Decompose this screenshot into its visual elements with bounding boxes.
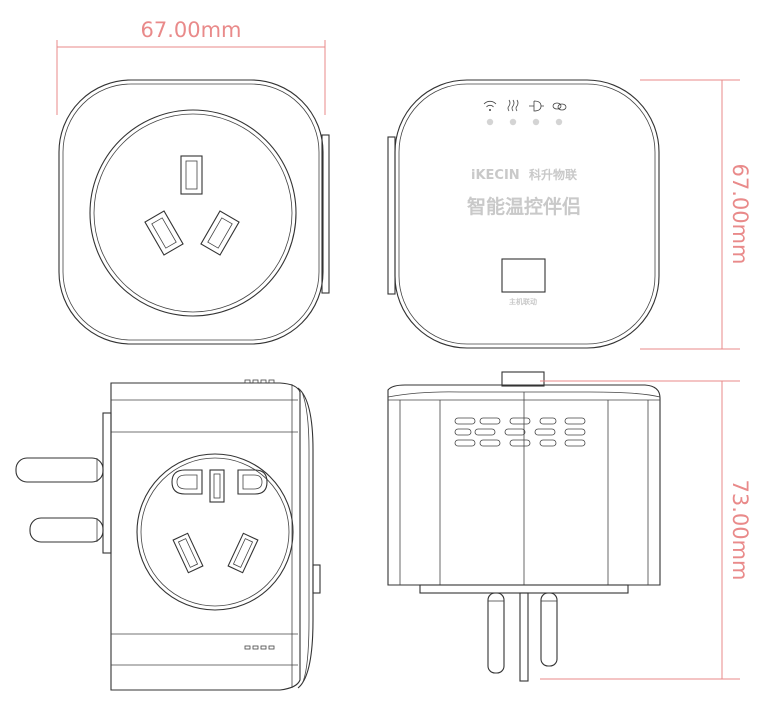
heat-icon	[507, 99, 519, 112]
vent-slots-bottom	[244, 645, 275, 650]
side-socket-face	[136, 453, 294, 611]
front-socket-view: 67.00mm	[56, 18, 330, 345]
side-button	[321, 134, 330, 294]
right-round-slot	[237, 469, 268, 495]
depth-dimension-label: 73.00mm	[728, 479, 752, 580]
top-panel-view: iKECIN 科升物联 智能温控伴侣 主机联动 67.00mm	[387, 79, 752, 350]
earth-slot-inner	[185, 160, 198, 190]
link-icon	[552, 102, 567, 111]
rear-pin-left	[487, 592, 505, 674]
plug-pin-bottom	[29, 517, 104, 543]
plug-icon	[529, 100, 544, 112]
housing-inner-outline	[62, 83, 320, 341]
product-name: 智能温控伴侣	[467, 195, 581, 218]
wifi-icon	[483, 100, 497, 111]
housing-outline	[58, 79, 324, 345]
brand-logo: iKECIN	[471, 168, 520, 183]
left-slot	[144, 210, 184, 256]
lower-left-slot	[172, 532, 204, 574]
rear-base	[419, 584, 629, 594]
heat-led	[509, 118, 517, 126]
rear-plug-view: 73.00mm	[387, 371, 752, 682]
plug-base	[102, 412, 112, 554]
plug-pin-top	[15, 457, 104, 483]
side-cap	[297, 387, 314, 689]
center-slot	[209, 469, 225, 503]
socket-face	[89, 109, 297, 317]
panel-side-button	[387, 136, 396, 295]
lower-right-slot	[227, 532, 259, 574]
earth-slot	[180, 155, 203, 195]
side-socket-view	[15, 379, 321, 691]
link-button	[501, 258, 546, 293]
vent-grille	[454, 417, 586, 447]
rear-pin-right	[540, 592, 558, 667]
link-button-label: 主机联动	[509, 297, 537, 306]
brand-logo-cn: 科升物联	[529, 167, 577, 182]
panel-inner-outline	[398, 83, 656, 345]
left-round-slot	[171, 469, 203, 495]
rear-pin-earth	[519, 592, 529, 682]
side-housing	[110, 382, 301, 691]
wifi-led	[486, 118, 494, 126]
width-dimension-label: 67.00mm	[140, 18, 241, 42]
height-dimension-label: 67.00mm	[728, 163, 752, 264]
socket-face-inner	[93, 113, 293, 313]
top-button	[501, 371, 545, 387]
side-socket-face-inner	[140, 457, 290, 607]
link-led	[555, 118, 563, 126]
vent-slots-top	[244, 379, 275, 384]
rear-housing	[387, 384, 661, 586]
power-led	[532, 118, 540, 126]
side-cap-button	[312, 564, 321, 594]
right-slot	[200, 210, 240, 256]
